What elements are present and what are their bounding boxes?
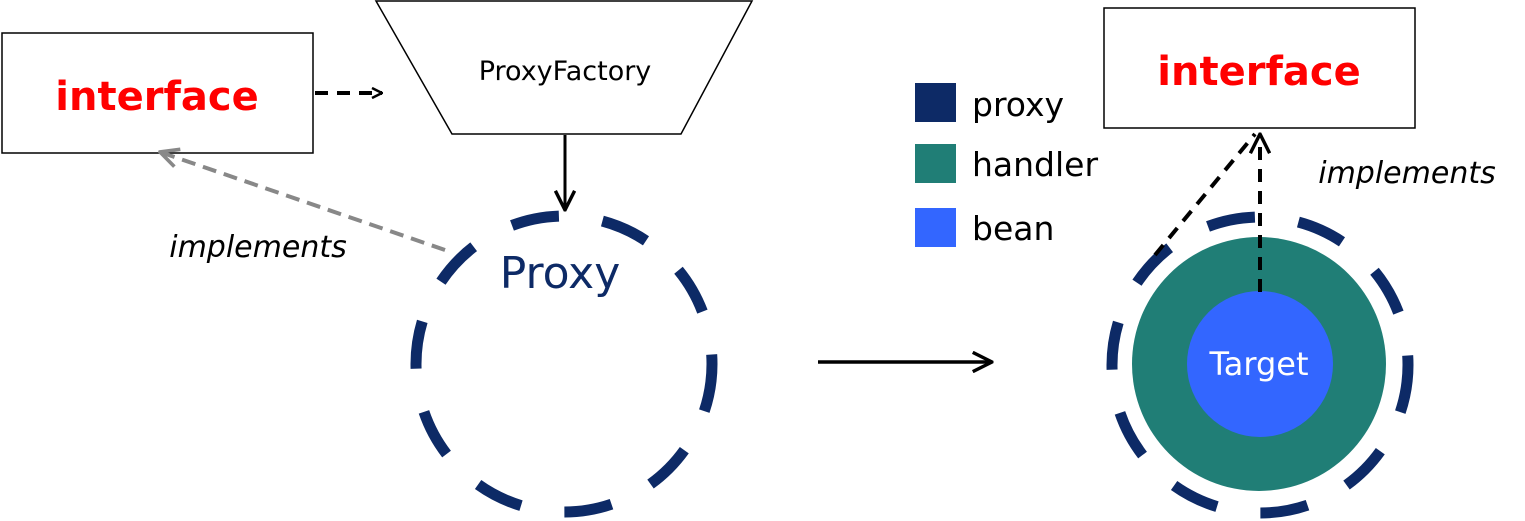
left-implements-arrow [160,152,446,252]
legend-label-bean: bean [972,209,1054,248]
legend-swatch-handler [915,144,956,183]
proxy-factory-label: ProxyFactory [479,56,652,87]
legend: proxy handler bean [915,83,1098,248]
legend-swatch-bean [915,208,956,247]
left-proxy-ring [410,210,718,518]
right-implements-label: implements [1318,156,1495,191]
legend-label-handler: handler [972,145,1098,184]
target-label: Target [1209,345,1309,383]
legend-swatch-proxy [915,83,956,122]
legend-label-proxy: proxy [972,85,1064,124]
proxy-implements-line [1153,132,1257,257]
proxy-factory-trapezoid: ProxyFactory [374,0,754,135]
left-implements-label: implements [169,230,346,265]
proxy-label: Proxy [500,248,621,299]
right-interface-box: interface [1103,7,1416,129]
right-interface-label: interface [1157,49,1360,95]
target-bean-circle [1187,291,1333,437]
right-proxy-ring [1106,211,1414,519]
left-interface-box: interface [1,32,314,154]
left-interface-label: interface [55,74,258,120]
